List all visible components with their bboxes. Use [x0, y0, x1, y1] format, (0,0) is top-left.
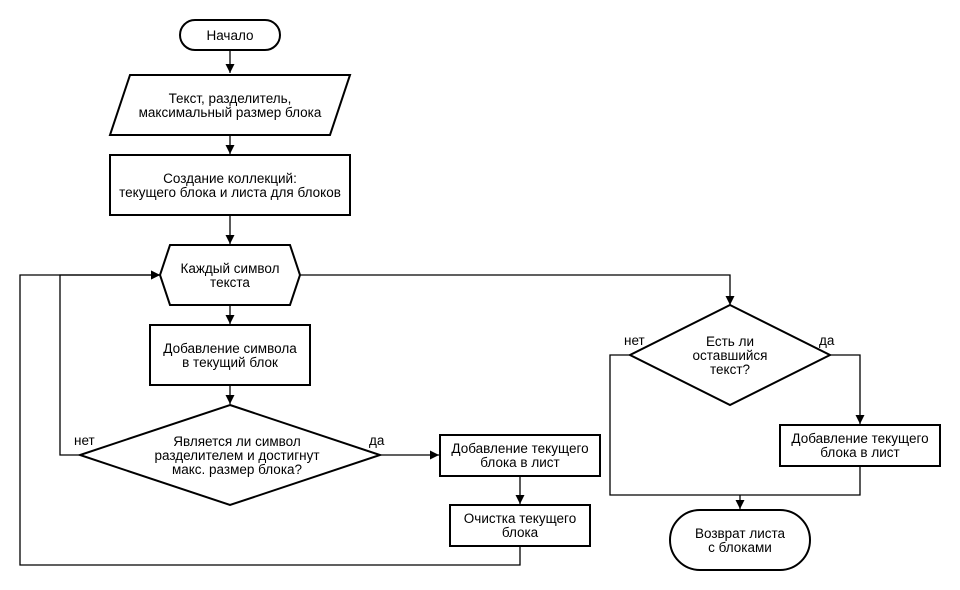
label-line: Каждый символ [181, 261, 280, 276]
start-label: Начало [206, 28, 253, 43]
label-line: Добавление текущего [451, 441, 588, 456]
end-terminal [669, 509, 811, 571]
label-line: Начало [206, 28, 253, 43]
separator-no-label: нет [74, 433, 95, 448]
label-line: разделителем и достигнут [154, 448, 319, 463]
arrow-check-no-loop [59, 270, 160, 456]
arrow-clear-loop [19, 270, 521, 566]
node-labels: Начало Текст, разделитель,максимальный р… [119, 28, 928, 555]
add-block-process [439, 434, 601, 477]
label-line: блока [502, 525, 539, 540]
arrow-rest-yes [830, 354, 865, 424]
label-line: Добавление символа [163, 341, 297, 356]
create-label: Создание коллекций:текущего блока и лист… [119, 171, 341, 200]
label-line: оставшийся [693, 348, 768, 363]
separator-yes-label: да [369, 433, 385, 448]
label-line: Создание коллекций: [163, 171, 297, 186]
label-line: с блоками [708, 540, 772, 555]
check-remaining-decision [627, 303, 833, 407]
input-parallelogram [108, 74, 352, 136]
add-block-final-process [779, 424, 941, 467]
check-separator-decision [76, 403, 384, 507]
label-line: Является ли символ [173, 434, 301, 449]
label-line: текста [210, 275, 250, 290]
label-line: Текст, разделитель, [169, 91, 292, 106]
branch-labels: нет да нет да [74, 333, 835, 448]
remaining-no-label: нет [624, 333, 645, 348]
label-line: Добавление текущего [791, 431, 928, 446]
label-line: текст? [710, 362, 750, 377]
connectors [19, 50, 865, 566]
shapes [76, 19, 941, 571]
label-line: Очистка текущего [464, 511, 576, 526]
loop-hexagon [158, 244, 302, 306]
create-process [109, 154, 351, 216]
label-line: максимальный размер блока [139, 105, 322, 120]
arrow-add-block2-merge [740, 466, 861, 496]
label-line: в текущий блок [182, 355, 278, 370]
label-line: блока в лист [820, 445, 899, 460]
label-line: Возврат листа [695, 526, 786, 541]
arrow-loop-exit [300, 274, 735, 305]
label-line: макс. размер блока? [172, 462, 302, 477]
input-label: Текст, разделитель,максимальный размер б… [139, 91, 322, 120]
label-line: Есть ли [706, 334, 754, 349]
arrow-rest-no [609, 354, 740, 496]
clear-block-process [449, 504, 591, 547]
label-line: блока в лист [480, 455, 559, 470]
start-terminal [179, 19, 281, 51]
label-line: текущего блока и листа для блоков [119, 185, 341, 200]
remaining-yes-label: да [819, 333, 835, 348]
add-char-process [149, 324, 311, 386]
